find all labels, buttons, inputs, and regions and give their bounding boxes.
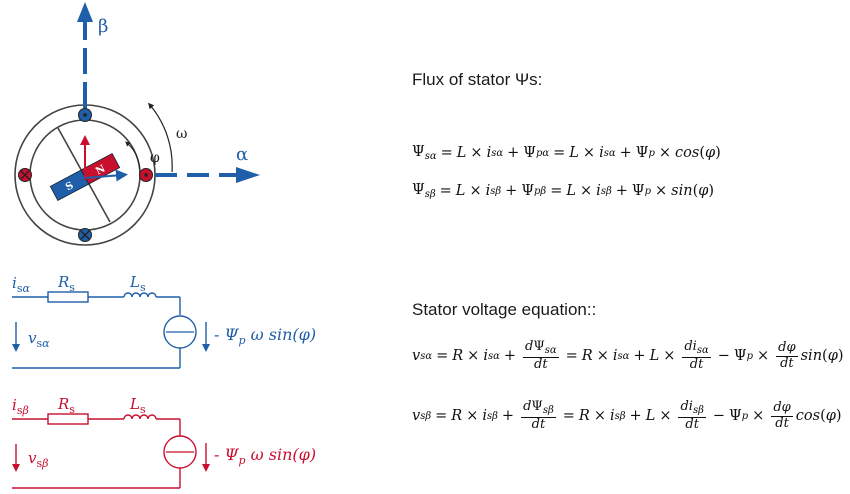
alpha-resistor-label: Rs	[57, 273, 75, 294]
magnet-s-label: S	[64, 180, 76, 193]
conductor-right-dot	[139, 168, 153, 182]
alpha-voltage-label: vsα	[28, 329, 50, 350]
beta-arrow-head	[77, 2, 93, 22]
alpha-arrow-head	[236, 167, 260, 183]
flux-heading: Flux of stator Ψs:	[412, 70, 543, 89]
alpha-inductor-label: Ls	[129, 273, 146, 294]
beta-circuit	[12, 413, 210, 489]
alpha-emf-label: - Ψp ω sin(φ)	[214, 325, 316, 347]
conductor-bottom-cross	[78, 228, 92, 242]
beta-inductor	[123, 414, 157, 420]
conductor-left-cross	[18, 168, 32, 182]
beta-emf-label: - Ψp ω sin(φ)	[214, 445, 316, 467]
magnet-n-label: N	[94, 163, 107, 177]
beta-resistor	[47, 413, 89, 425]
alpha-inductor	[123, 292, 157, 298]
omega-label: ω	[176, 126, 187, 142]
voltage-heading: Stator voltage equation::	[412, 300, 597, 319]
beta-label: β	[98, 16, 108, 37]
beta-voltage-label: vsβ	[28, 449, 49, 470]
phi-label: φ	[150, 150, 160, 166]
beta-resistor-label: Rs	[57, 395, 75, 416]
alpha-circuit	[12, 291, 210, 369]
rotor-flux-horizontal-arrow	[84, 169, 128, 182]
beta-current-label: isβ	[12, 396, 29, 417]
omega-rotation-arc	[148, 102, 173, 173]
alpha-resistor	[47, 291, 89, 303]
alpha-label: α	[236, 144, 248, 165]
conductor-top-dot	[78, 108, 92, 122]
phi-angle-arc	[125, 141, 141, 171]
beta-inductor-label: Ls	[129, 395, 146, 416]
alpha-current-label: isα	[12, 274, 30, 295]
